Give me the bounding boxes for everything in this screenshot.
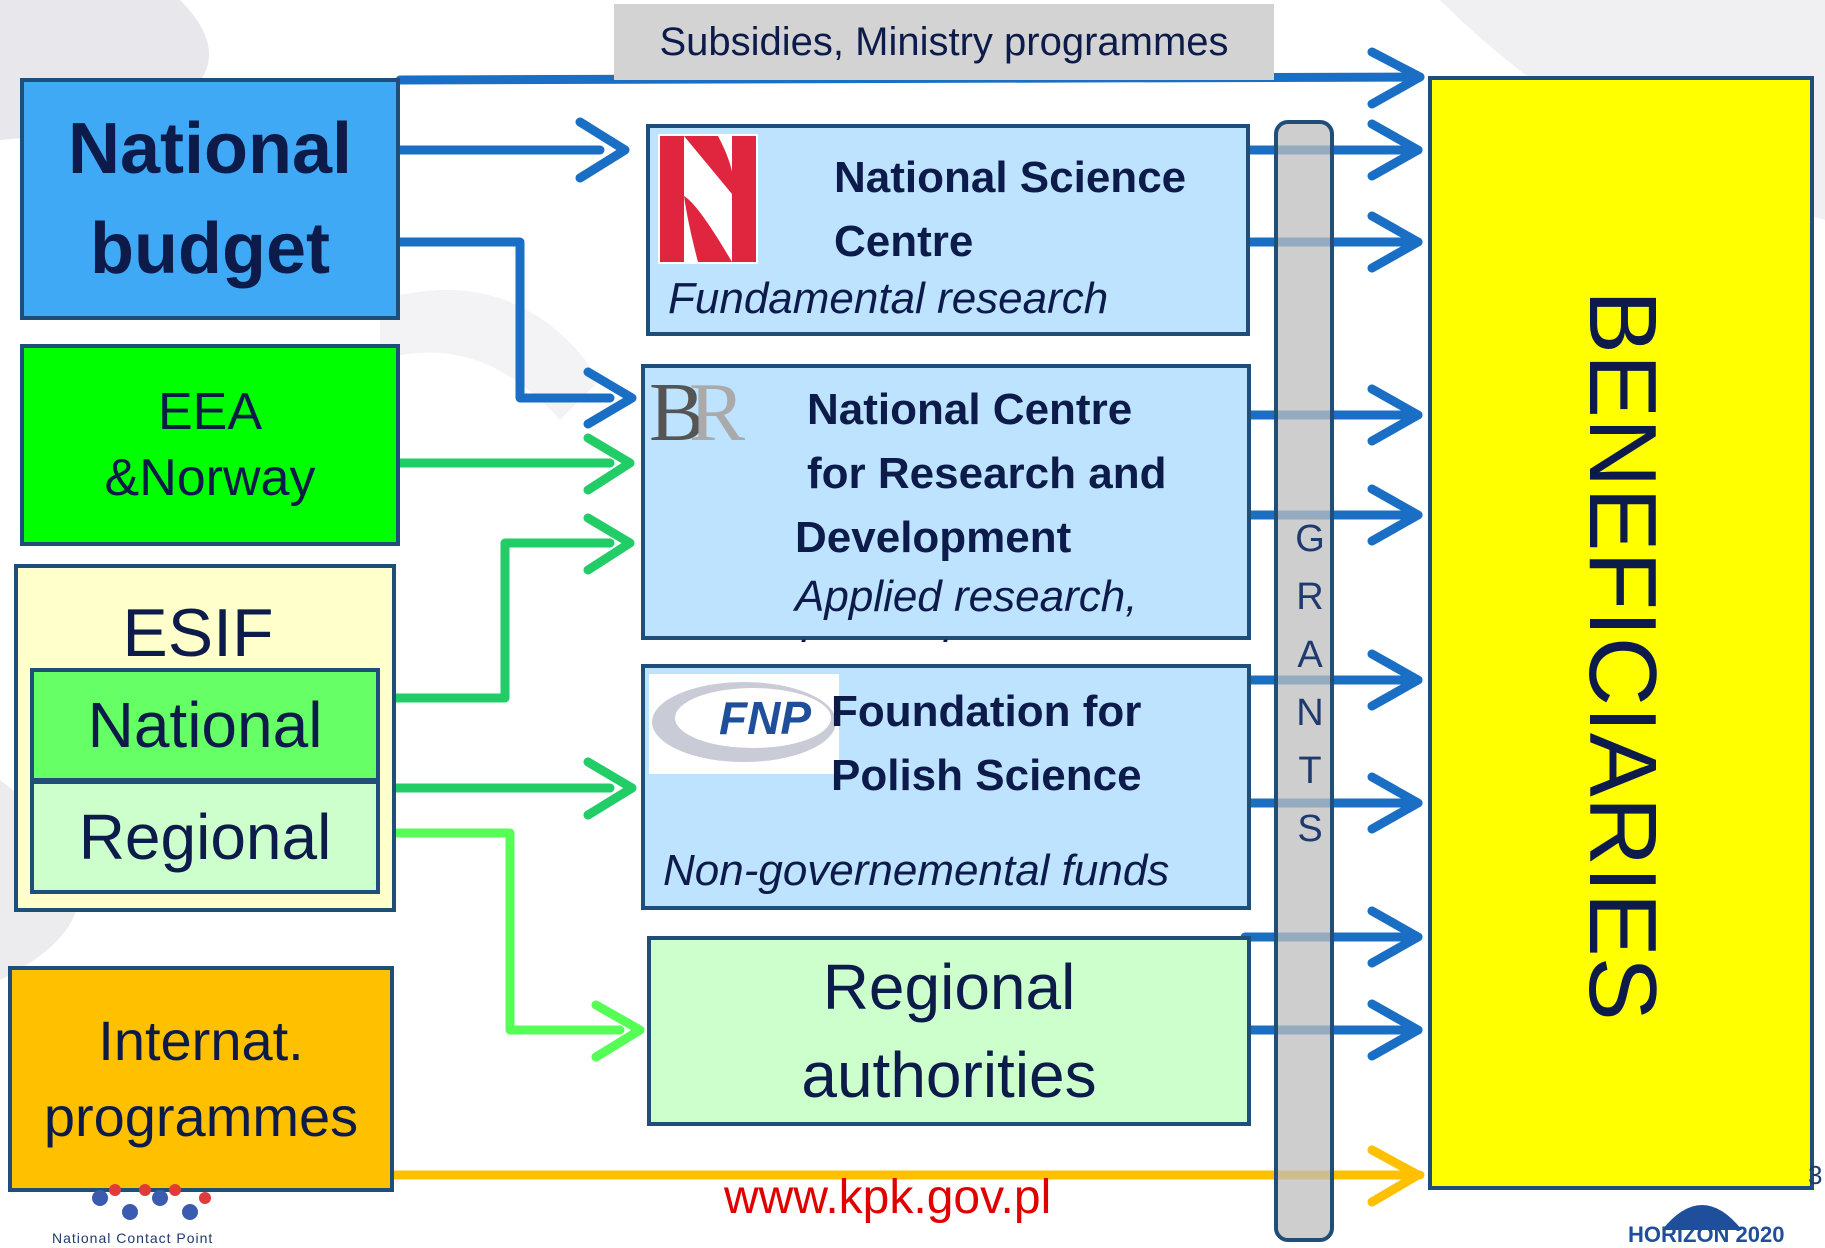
footer-url[interactable]: www.kpk.gov.pl bbox=[724, 1171, 1052, 1224]
grants-letter-t: T bbox=[1298, 750, 1322, 792]
esif-title: ESIF bbox=[122, 595, 274, 671]
grants-letter-r: R bbox=[1296, 576, 1324, 618]
grants-letter-a: A bbox=[1297, 634, 1323, 676]
grants-letter-n: N bbox=[1296, 692, 1324, 734]
svg-text:R: R bbox=[689, 372, 745, 459]
beneficiaries-box: BENEFICIARIES bbox=[1428, 76, 1814, 1190]
internat-programmes-label: Internat. programmes bbox=[43, 1009, 359, 1148]
ncbr-subtitle-line2: innovation bbox=[795, 630, 996, 642]
arrow-esif-regional bbox=[375, 828, 625, 1035]
grants-letter-s: S bbox=[1297, 808, 1323, 850]
esif-national-label: National bbox=[87, 689, 323, 761]
ncn-logo bbox=[658, 134, 758, 264]
ncn-title-line2: Centre bbox=[834, 217, 974, 266]
ncbr-title-line3: Development bbox=[795, 513, 1072, 562]
fnp-title-line2: Polish Science bbox=[831, 751, 1142, 800]
grants-bar bbox=[1274, 120, 1334, 1242]
esif-national-box: National bbox=[30, 668, 380, 782]
ncbr-logo: B R bbox=[649, 372, 745, 459]
arrow-esif-national-ncbr bbox=[375, 538, 615, 703]
regional-authorities-line1: Regional bbox=[822, 951, 1076, 1023]
ncbr-title-line1: National Centre bbox=[807, 385, 1133, 434]
slide-number: 3 bbox=[1808, 1160, 1823, 1190]
fnp-box: FNP Foundation for Polish Science Non-go… bbox=[641, 664, 1251, 910]
ncn-subtitle: Fundamental research bbox=[668, 274, 1109, 323]
svg-text:B: B bbox=[649, 372, 705, 459]
arrow-budget-ncbr bbox=[395, 237, 615, 403]
eea-norway-label: EEA &Norway bbox=[104, 383, 316, 507]
beneficiaries-label: BENEFICIARIES bbox=[1569, 290, 1676, 1021]
esif-regional-box: Regional bbox=[30, 780, 380, 894]
ncp-label: National Contact Point bbox=[52, 1230, 214, 1246]
subsidies-banner: Subsidies, Ministry programmes bbox=[614, 4, 1274, 80]
national-budget-box: National budget bbox=[20, 78, 400, 320]
eea-norway-box: EEA &Norway bbox=[20, 344, 400, 546]
esif-regional-label: Regional bbox=[78, 801, 332, 873]
horizon-globe-icon bbox=[1662, 1205, 1742, 1230]
ncn-title-line1: National Science bbox=[834, 153, 1187, 202]
ncbr-box: B R National Centre for Research and Dev… bbox=[641, 364, 1251, 642]
ncbr-subtitle-line1: Applied research, bbox=[795, 572, 1138, 621]
regional-authorities-line2: authorities bbox=[801, 1039, 1097, 1111]
horizon-label: HORIZON 2020 bbox=[1628, 1222, 1785, 1247]
subsidies-label: Subsidies, Ministry programmes bbox=[659, 19, 1229, 64]
fnp-logo-text: FNP bbox=[719, 692, 811, 744]
internat-programmes-box: Internat. programmes bbox=[8, 966, 394, 1192]
fnp-title-line1: Foundation for bbox=[831, 687, 1142, 736]
ncp-logo-icon bbox=[92, 1184, 211, 1220]
fnp-subtitle: Non-governemental funds bbox=[663, 846, 1170, 895]
grants-letter-g: G bbox=[1295, 518, 1325, 560]
ncbr-title-line2: for Research and bbox=[807, 449, 1167, 498]
ncn-box: National Science Centre Fundamental rese… bbox=[646, 124, 1250, 336]
national-budget-label: National budget bbox=[67, 109, 353, 289]
fnp-logo: FNP bbox=[649, 674, 839, 774]
regional-authorities-box: Regional authorities bbox=[647, 936, 1251, 1126]
